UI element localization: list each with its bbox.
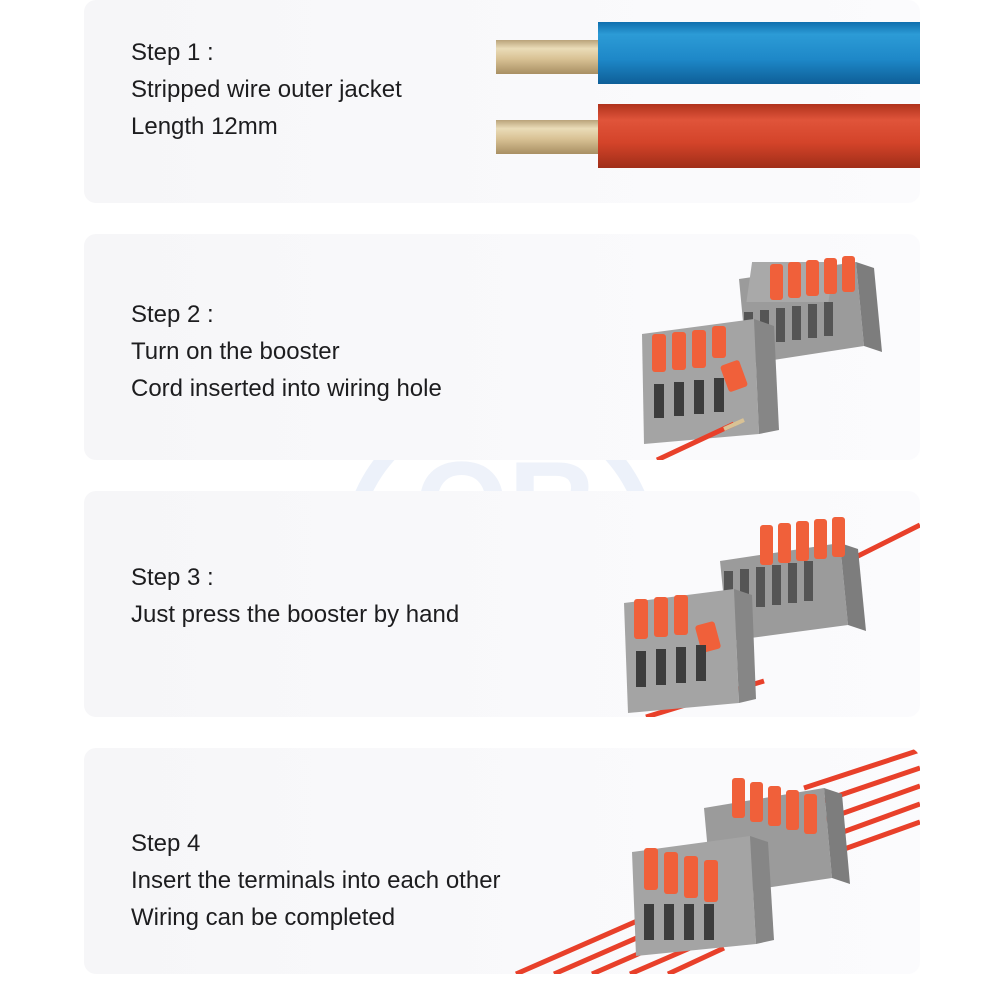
step-3-text: Step 3 : Just press the booster by hand [131,559,459,633]
red-wire-icon [496,104,920,168]
connector-open-illustration [642,256,882,460]
blue-wire-icon [496,22,920,84]
step-2-panel: Step 2 : Turn on the booster Cord insert… [84,234,920,460]
front-connector-icon [642,319,779,460]
step-1-text: Step 1 : Stripped wire outer jacket Leng… [131,34,402,145]
step-4-line-2: Wiring can be completed [131,904,396,931]
output-wires-icon [803,748,920,855]
step-4-text: Step 4 Insert the terminals into each ot… [131,825,501,936]
step-4-panel: Step 4 Insert the terminals into each ot… [84,748,920,974]
step-2-title: Step 2 : [131,301,214,328]
step-1-line-1: Stripped wire outer jacket [131,76,402,103]
step-2-line-2: Cord inserted into wiring hole [131,375,442,402]
step-3-line-1: Just press the booster by hand [131,601,460,628]
front-connector-icon [624,589,756,713]
step-1-line-2: Length 12mm [131,113,278,140]
step-4-title: Step 4 [131,830,201,857]
connector-joined-illustration [514,748,920,974]
step-4-line-1: Insert the terminals into each other [131,867,501,894]
step-1-panel: Step 1 : Stripped wire outer jacket Leng… [84,0,920,203]
step-1-title: Step 1 : [131,39,214,66]
front-connector-icon [632,836,774,956]
step-2-line-1: Turn on the booster [131,338,340,365]
step-3-panel: Step 3 : Just press the booster by hand [84,491,920,717]
step-3-title: Step 3 : [131,564,214,591]
stripped-wires-illustration [496,22,920,168]
connector-press-illustration [624,517,920,717]
step-2-text: Step 2 : Turn on the booster Cord insert… [131,296,442,407]
